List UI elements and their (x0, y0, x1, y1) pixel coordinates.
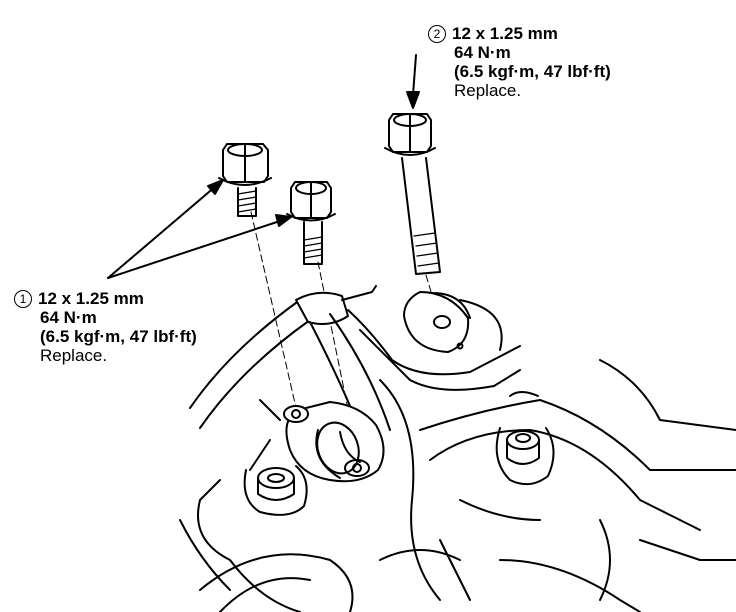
torque-1: 64 N·m (40, 308, 97, 327)
bolt-c (384, 113, 441, 275)
leader-line-2 (412, 54, 417, 96)
torque-alt-2: (6.5 kgf·m, 47 lbf·ft) (454, 62, 611, 81)
arrowhead-1b (275, 214, 292, 227)
arrowhead-1a (207, 179, 224, 195)
note-1: Replace. (40, 346, 108, 365)
callout-number-1: 1 (14, 290, 32, 308)
callout-number-2: 2 (428, 25, 446, 43)
lower-housing (199, 539, 736, 612)
leader-arrows (107, 54, 420, 279)
nut-lower-left (243, 465, 308, 516)
leader-line-1a (107, 185, 217, 279)
torque-alt-1: (6.5 kgf·m, 47 lbf·ft) (40, 327, 197, 346)
leader-line-1b (107, 219, 284, 279)
arrowhead-2 (406, 91, 420, 109)
callout-1: 1 12 x 1.25 mm 64 N·m (6.5 kgf·m, 47 lbf·… (14, 289, 197, 365)
bolt-size-1: 12 x 1.25 mm (38, 289, 144, 308)
bolt-size-2: 12 x 1.25 mm (452, 24, 558, 43)
note-2: Replace. (454, 81, 522, 100)
subframe-outline (179, 285, 736, 612)
bolt-b (286, 181, 336, 265)
nut-right (495, 427, 555, 486)
knuckle-bushing (283, 401, 385, 483)
callout-2: 2 12 x 1.25 mm 64 N·m (6.5 kgf·m, 47 lbf·… (428, 24, 611, 100)
bolt-a (218, 143, 272, 217)
torque-2: 64 N·m (454, 43, 511, 62)
